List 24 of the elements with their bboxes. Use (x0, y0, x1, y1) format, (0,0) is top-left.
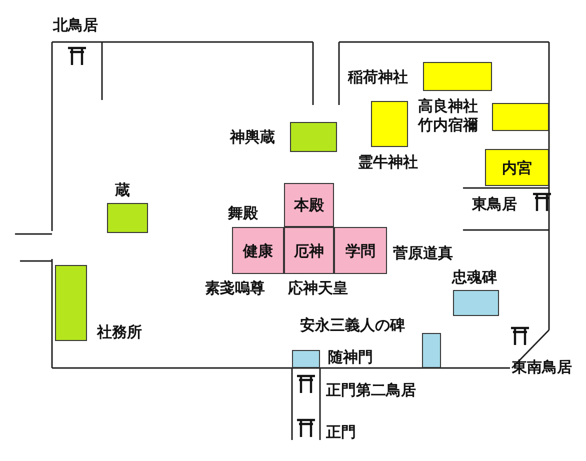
place-label: 正門 (326, 423, 356, 441)
building-label: 神輿蔵 (230, 128, 275, 146)
building-label: 社務所 (97, 323, 142, 341)
building-label: 学問 (346, 242, 376, 260)
building-label: 本殿 (294, 196, 324, 214)
place-label: 正門第二鳥居 (326, 381, 416, 399)
building-label: 内宮 (502, 158, 532, 176)
building-label: 随神門 (328, 348, 373, 366)
building-label: 安永三義人の碑 (300, 316, 405, 334)
building-label: 霊牛神社 (358, 153, 418, 171)
deity-label: 応神天皇 (288, 279, 348, 297)
place-label: 東南鳥居 (512, 358, 572, 376)
building-label: 蔵 (115, 181, 130, 199)
deity-label: 菅原道真 (393, 244, 453, 262)
place-label: 東鳥居 (472, 195, 517, 213)
place-label: 舞殿 (228, 204, 258, 222)
building-label: 厄神 (294, 242, 324, 260)
deity-label: 素戔嗚尊 (205, 279, 265, 297)
place-label: 北鳥居 (53, 16, 98, 34)
building-label: 健康 (243, 242, 273, 260)
building-label: 忠魂碑 (452, 268, 497, 286)
building-label: 竹内宿禰 (418, 116, 478, 134)
building-label: 高良神社 (418, 97, 478, 115)
building-label: 稲荷神社 (348, 68, 408, 86)
